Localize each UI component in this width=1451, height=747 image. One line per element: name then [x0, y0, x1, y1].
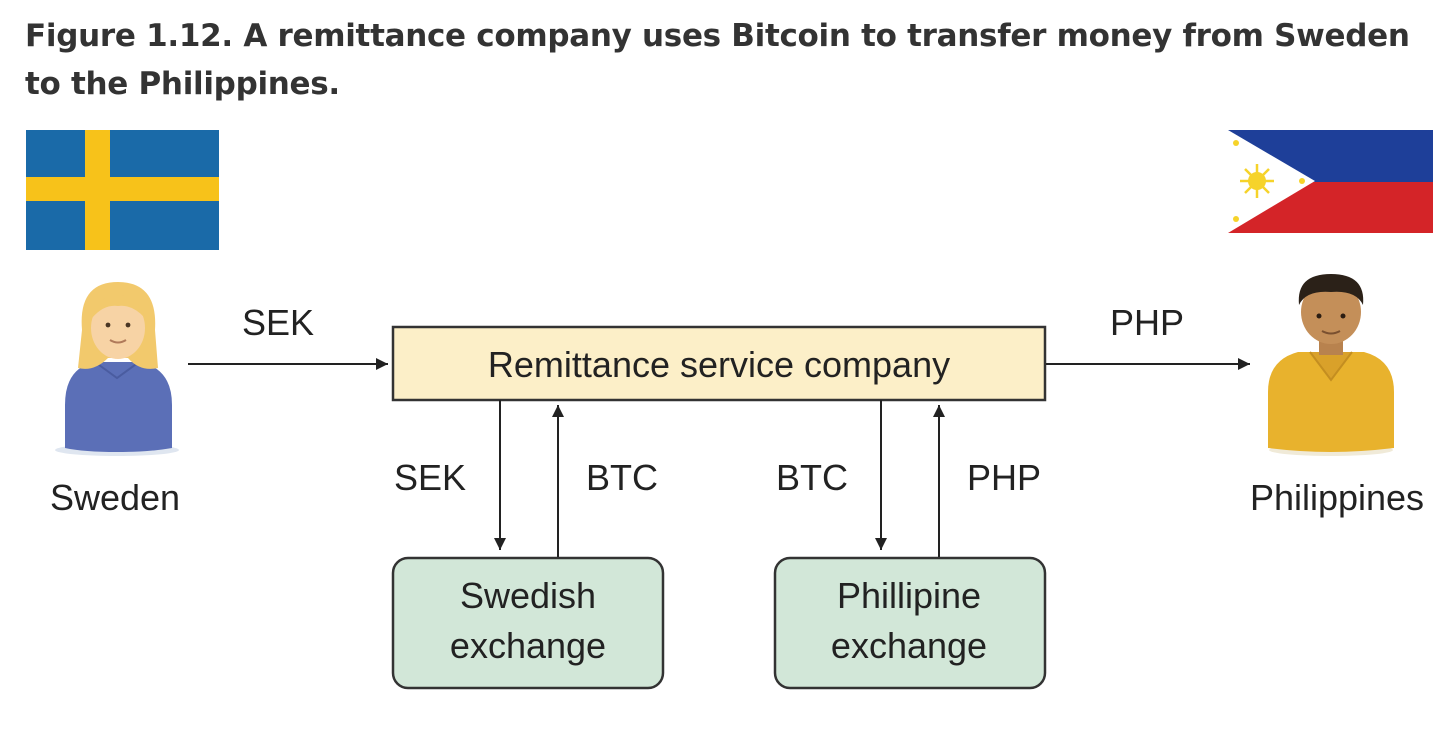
philippines-flag-icon	[1228, 130, 1433, 233]
figure-caption: Figure 1.12. A remittance company uses B…	[25, 18, 1410, 102]
man-avatar-icon	[1268, 274, 1394, 456]
sender-label: Sweden	[50, 477, 180, 518]
label-company-to-philippine-exchange: BTC	[776, 457, 848, 498]
philippine-exchange-label-line2: exchange	[831, 625, 987, 666]
philippine-exchange-label-line1: Phillipine	[837, 575, 981, 616]
woman-avatar-icon	[55, 282, 179, 456]
remittance-company-label: Remittance service company	[488, 344, 950, 385]
swedish-exchange-label-line2: exchange	[450, 625, 606, 666]
sweden-flag-icon	[26, 130, 219, 250]
label-company-to-swedish-exchange: SEK	[394, 457, 466, 498]
swedish-exchange-box: Swedish exchange	[391, 556, 665, 690]
philippines-flag-star-icon	[1233, 216, 1239, 222]
philippine-exchange-box: Phillipine exchange	[773, 556, 1047, 690]
philippines-flag-star-icon	[1299, 178, 1305, 184]
receiver-label: Philippines	[1250, 477, 1424, 518]
label-sender-to-company: SEK	[242, 302, 314, 343]
sweden-flag-cross-horizontal	[26, 177, 219, 201]
philippines-flag-star-icon	[1233, 140, 1239, 146]
remittance-company-box: Remittance service company	[391, 325, 1047, 402]
swedish-exchange-label-line1: Swedish	[460, 575, 596, 616]
philippines-flag-sun-icon	[1240, 164, 1274, 198]
label-swedish-exchange-to-company: BTC	[586, 457, 658, 498]
label-company-to-receiver: PHP	[1110, 302, 1184, 343]
label-philippine-exchange-to-company: PHP	[967, 457, 1041, 498]
